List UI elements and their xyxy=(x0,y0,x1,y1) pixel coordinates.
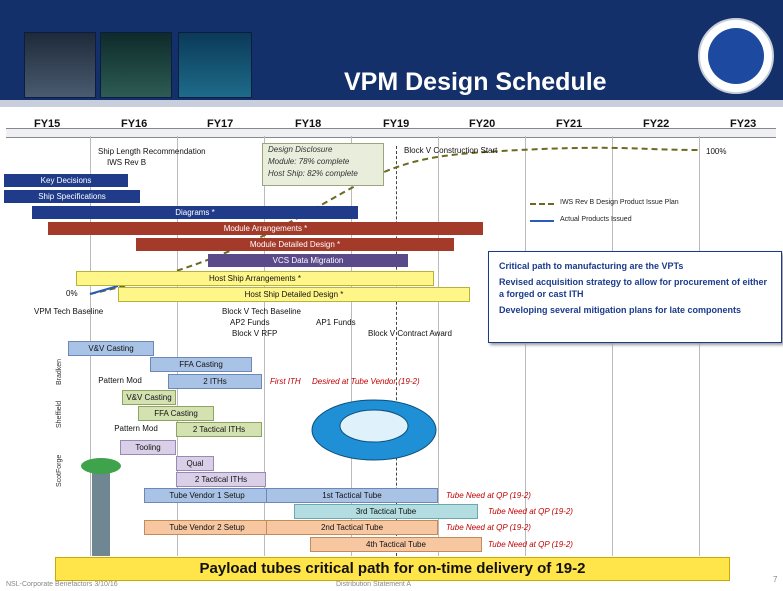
bar-2nd-tactical-tube: 2nd Tactical Tube xyxy=(266,520,438,535)
footer-center: Distribution Statement A xyxy=(336,581,412,588)
milestone-100-percent: 100% xyxy=(706,147,727,156)
fy-label: FY17 xyxy=(207,118,234,130)
bar-ffa-casting: FFA Casting xyxy=(138,406,214,421)
disclosure-module: Module: 78% complete xyxy=(268,157,350,166)
legend-actual: Actual Products Issued xyxy=(560,216,632,223)
bar-1st-tactical-tube: 1st Tactical Tube xyxy=(266,488,438,503)
fy-label: FY19 xyxy=(383,118,410,130)
disclosure-title: Design Disclosure xyxy=(268,145,333,154)
bar-diagrams: Diagrams * xyxy=(32,206,358,219)
side-label-sheffield: Sheffield xyxy=(56,400,63,428)
milestone-vpm-tech-baseline: VPM Tech Baseline xyxy=(34,307,104,316)
bar-tube-vendor-1-setup: Tube Vendor 1 Setup xyxy=(144,488,270,503)
milestone-iws-rev-b: IWS Rev B xyxy=(107,158,147,167)
bar-ffa-casting: FFA Casting xyxy=(150,357,252,372)
bullet-item: Critical path to manufacturing are the V… xyxy=(499,261,684,271)
fy-label: FY15 xyxy=(34,118,61,130)
header: VPM Design Schedule xyxy=(0,0,783,107)
legend-plan-swatch xyxy=(530,203,554,205)
milestone-ap1-funds: AP1 Funds xyxy=(316,318,356,327)
annotation-tube-need-4: Tube Need at QP (19-2) xyxy=(488,540,573,549)
fy-label: FY20 xyxy=(469,118,496,130)
bar-ship-specifications: Ship Specifications xyxy=(4,190,140,203)
milestone-block-v-rfp: Block V RFP xyxy=(232,329,278,338)
bar-vv-casting: V&V Casting xyxy=(68,341,154,356)
annotation-tube-need-1: Tube Need at QP (19-2) xyxy=(446,491,531,500)
fy-label: FY23 xyxy=(730,118,757,130)
year-gridline xyxy=(525,136,526,556)
year-gridline xyxy=(264,136,265,556)
ith-part-image xyxy=(311,399,437,461)
annotation-tube-need-3: Tube Need at QP (19-2) xyxy=(446,523,531,532)
year-gridline xyxy=(438,136,439,556)
bullet-item: Developing several mitigation plans for … xyxy=(499,305,742,315)
bar-two-iths: 2 ITHs xyxy=(168,374,262,389)
legend-plan: IWS Rev B Design Product Issue Plan xyxy=(560,199,679,206)
photo-submarine-2 xyxy=(100,32,172,98)
bar-host-ship-arrangements: Host Ship Arrangements * xyxy=(76,271,434,286)
milestone-block-v-construction: Block V Construction Start xyxy=(404,146,498,155)
bar-vv-casting: V&V Casting xyxy=(122,390,176,405)
bar-module-arrangements: Module Arrangements * xyxy=(48,222,483,235)
footer-left: NSL-Corporate Benefactors 3/10/16 xyxy=(6,581,118,588)
bullet-item: Revised acquisition strategy to allow fo… xyxy=(499,277,768,299)
bar-qual: Qual xyxy=(176,456,214,471)
side-label-bradken: Bradken xyxy=(56,358,63,385)
bar-two-tactical-iths: 2 Tactical ITHs xyxy=(176,422,262,437)
page-number: 7 xyxy=(773,575,778,584)
legend-actual-swatch xyxy=(530,220,554,222)
bar-vcs-data-migration: VCS Data Migration xyxy=(208,254,408,267)
bar-pattern-mod: Pattern Mod xyxy=(92,374,148,387)
bar-tube-vendor-2-setup: Tube Vendor 2 Setup xyxy=(144,520,270,535)
annotation-tube-need-2: Tube Need at QP (19-2) xyxy=(488,507,573,516)
photo-submarine-1 xyxy=(24,32,96,98)
bar-4th-tactical-tube: 4th Tactical Tube xyxy=(310,537,482,552)
bar-3rd-tactical-tube: 3rd Tactical Tube xyxy=(294,504,478,519)
year-gridline xyxy=(351,136,352,556)
label-zero-percent: 0% xyxy=(66,289,78,298)
page-title: VPM Design Schedule xyxy=(344,68,607,96)
milestone-block-v-contract: Block V Contract Award xyxy=(368,329,452,338)
year-gridline xyxy=(699,136,700,556)
year-gridline xyxy=(177,136,178,556)
fy-label: FY18 xyxy=(295,118,322,130)
milestone-block-v-tech-baseline: Block V Tech Baseline xyxy=(222,307,302,316)
milestone-ship-length: Ship Length Recommendation xyxy=(98,147,206,156)
bar-pattern-mod: Pattern Mod xyxy=(108,422,164,435)
fy-label: FY22 xyxy=(643,118,670,130)
year-gridline xyxy=(612,136,613,556)
bar-host-ship-detailed-design: Host Ship Detailed Design * xyxy=(118,287,470,302)
design-disclosure-box: Design Disclosure Module: 78% complete H… xyxy=(262,143,384,186)
fy-label: FY21 xyxy=(556,118,583,130)
bar-key-decisions: Key Decisions xyxy=(4,174,128,187)
fy-label: FY16 xyxy=(121,118,148,130)
seal-logo xyxy=(698,18,774,94)
annotation-first-ith: First ITH xyxy=(270,377,301,386)
bar-two-tactical-iths-2: 2 Tactical ITHs xyxy=(176,472,266,487)
milestone-ap2-funds: AP2 Funds xyxy=(230,318,270,327)
tube-vendor-image xyxy=(81,458,121,556)
header-rule xyxy=(0,100,783,107)
disclosure-host: Host Ship: 82% complete xyxy=(268,169,358,178)
bar-module-detailed-design: Module Detailed Design * xyxy=(136,238,454,251)
bar-tooling: Tooling xyxy=(120,440,176,455)
bullets-callout: Critical path to manufacturing are the V… xyxy=(488,251,782,343)
photo-submarine-3 xyxy=(178,32,252,98)
delivery-marker-line xyxy=(396,146,397,556)
annotation-desired: Desired at Tube Vendor (19-2) xyxy=(312,377,420,386)
month-strip xyxy=(6,128,776,138)
side-label-scotforge: ScotForge xyxy=(56,454,63,487)
footer-banner: Payload tubes critical path for on-time … xyxy=(55,557,730,581)
